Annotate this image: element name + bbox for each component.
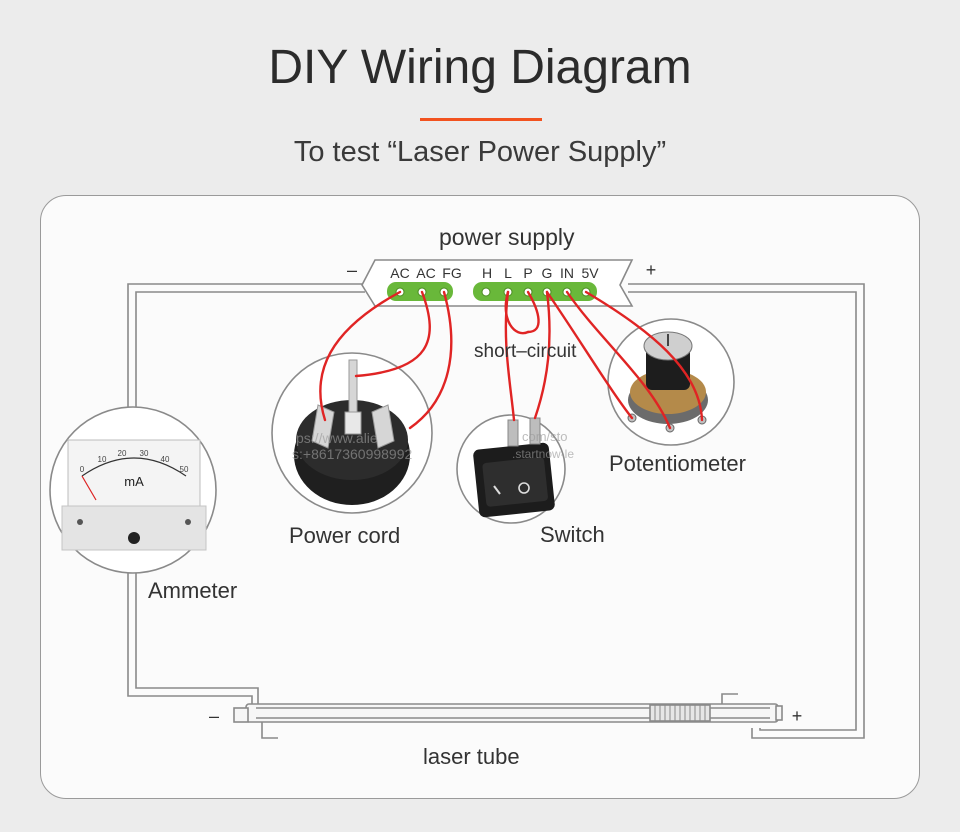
ammeter-needle [81, 475, 97, 501]
ammeter-scale-40: 40 [161, 455, 170, 464]
ammeter-image: 0 10 20 30 40 50 mA [49, 406, 217, 574]
wire-ac2 [354, 290, 431, 378]
terminal-label-g: G [542, 265, 553, 281]
watermark-phone: s:+8617360998992 [292, 446, 412, 462]
terminal-label-fg: FG [442, 265, 461, 281]
power-supply-module: AC AC FG H L P G IN 5V – + [347, 259, 657, 307]
laser-tube [233, 693, 783, 739]
power-cord-label: Power cord [289, 523, 401, 548]
wire-ac1 [319, 290, 402, 422]
switch-label: Switch [540, 522, 605, 547]
ammeter-unit: mA [124, 474, 144, 489]
ammeter-scale-0: 0 [80, 465, 85, 474]
terminal-label-ac2: AC [416, 265, 435, 281]
supply-plus-sign: + [646, 260, 657, 280]
potentiometer-image [607, 318, 735, 446]
terminal-label-ac1: AC [390, 265, 409, 281]
terminal-strip-right [473, 282, 597, 301]
terminal-label-5v: 5V [581, 265, 599, 281]
ammeter-scale-20: 20 [118, 449, 127, 458]
red-wires [319, 290, 704, 430]
ammeter-scale-50: 50 [180, 465, 189, 474]
wire-pot-g [545, 290, 634, 420]
supply-minus-sign: – [347, 260, 357, 280]
power-supply-label: power supply [439, 224, 575, 250]
tube-minus-sign: – [209, 706, 219, 726]
ammeter-scale-10: 10 [98, 455, 107, 464]
wire-pot-5v [584, 290, 704, 422]
switch-image: com/sto .startnow-le [456, 414, 574, 524]
plug-pin-left [311, 404, 335, 449]
page-subtitle: To test “Laser Power Supply” [293, 136, 667, 168]
terminal-label-l: L [504, 265, 512, 281]
wire-switch-1 [504, 290, 516, 422]
ammeter-label: Ammeter [148, 578, 238, 603]
potentiometer-label: Potentiometer [609, 451, 746, 476]
terminal-label-h: H [482, 265, 492, 281]
watermark-url: ps://www.alie [296, 430, 378, 446]
title-accent-bar [420, 118, 542, 121]
laser-tube-label: laser tube [423, 744, 520, 769]
terminal-label-in: IN [560, 265, 574, 281]
short-circuit-label: short–circuit [474, 341, 577, 362]
page-title: DIY Wiring Diagram [268, 41, 692, 94]
power-cord-image: ps://www.alie s:+8617360998992 [271, 352, 433, 514]
watermark-site: .startnow-le [512, 447, 574, 461]
wire-fg [408, 290, 453, 430]
wire-short-p [526, 290, 540, 334]
tube-plus-sign: + [792, 706, 803, 726]
watermark-store: com/sto [522, 429, 568, 444]
wire-pot-in [565, 290, 672, 430]
plug-pin-right [371, 404, 395, 449]
wire-switch-2 [533, 290, 551, 420]
ammeter-scale-30: 30 [140, 449, 149, 458]
terminal-label-p: P [523, 265, 532, 281]
circuit-frame [127, 283, 865, 739]
